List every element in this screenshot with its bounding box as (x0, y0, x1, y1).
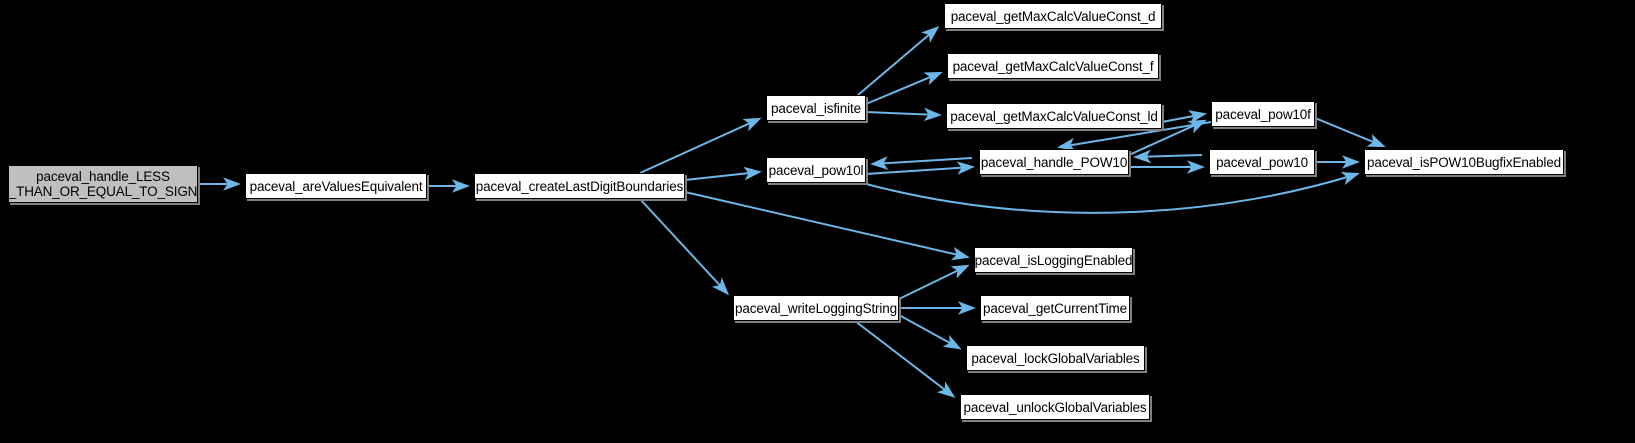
graph-node-unlockGV[interactable]: paceval_unlockGlobalVariables (960, 394, 1150, 420)
edge-pow10l-to-bugfix (865, 172, 1360, 214)
edge-isfinite-to-maxLd (865, 107, 942, 122)
edge-pow10f-to-handlePOW10 (1057, 121, 1212, 152)
graph-node-writeLog[interactable]: paceval_writeLoggingString (733, 295, 899, 321)
graph-node-isfinite[interactable]: paceval_isfinite (766, 95, 866, 121)
edge-createLDB-to-isLogging (684, 191, 970, 261)
edge-createLDB-to-writeLog (639, 198, 730, 296)
graph-node-maxF[interactable]: paceval_getMaxCalcValueConst_f (947, 53, 1159, 79)
edge-isfinite-to-maxD (857, 26, 940, 96)
graph-node-handlePOW10[interactable]: paceval_handle_POW10 (979, 149, 1129, 175)
graph-node-pow10f[interactable]: paceval_pow10f (1211, 101, 1315, 127)
edge-createLDB-to-pow10l (684, 166, 762, 181)
edge-isfinite-to-maxF (865, 71, 943, 105)
graph-node-lockGV[interactable]: paceval_lockGlobalVariables (966, 345, 1145, 371)
graph-node-pow10[interactable]: paceval_pow10 (1209, 149, 1315, 175)
graph-node-isLogging[interactable]: paceval_isLoggingEnabled (974, 247, 1133, 273)
edge-writeLog-to-unlockGV (854, 320, 956, 398)
graph-node-areValues[interactable]: paceval_areValuesEquivalent (245, 173, 427, 199)
graph-node-getTime[interactable]: paceval_getCurrentTime (980, 295, 1130, 321)
graph-node-root[interactable]: paceval_handle_LESS _THAN_OR_EQUAL_TO_SI… (8, 165, 198, 203)
graph-node-maxLd[interactable]: paceval_getMaxCalcValueConst_ld (946, 103, 1162, 129)
graph-node-pow10l[interactable]: paceval_pow10l (766, 157, 866, 183)
edge-writeLog-to-isLogging (898, 264, 970, 300)
edge-handlePOW10-to-pow10l (870, 156, 973, 170)
edge-createLDB-to-isfinite (639, 117, 762, 174)
edge-pow10-to-handlePOW10 (1133, 149, 1203, 164)
graph-node-createLDB[interactable]: paceval_createLastDigitBoundaries (474, 173, 685, 199)
edge-pow10l-to-handlePOW10 (865, 161, 975, 175)
edge-maxLd-to-pow10f (1161, 110, 1207, 124)
graph-node-maxD[interactable]: paceval_getMaxCalcValueConst_d (944, 3, 1162, 29)
edges (198, 26, 1386, 398)
edge-handlePOW10-to-pow10f (1128, 119, 1207, 156)
edge-writeLog-to-lockGV (898, 314, 962, 350)
edge-pow10f-to-bugfix (1314, 117, 1386, 148)
graph-node-bugfix[interactable]: paceval_isPOW10BugfixEnabled (1364, 149, 1564, 175)
